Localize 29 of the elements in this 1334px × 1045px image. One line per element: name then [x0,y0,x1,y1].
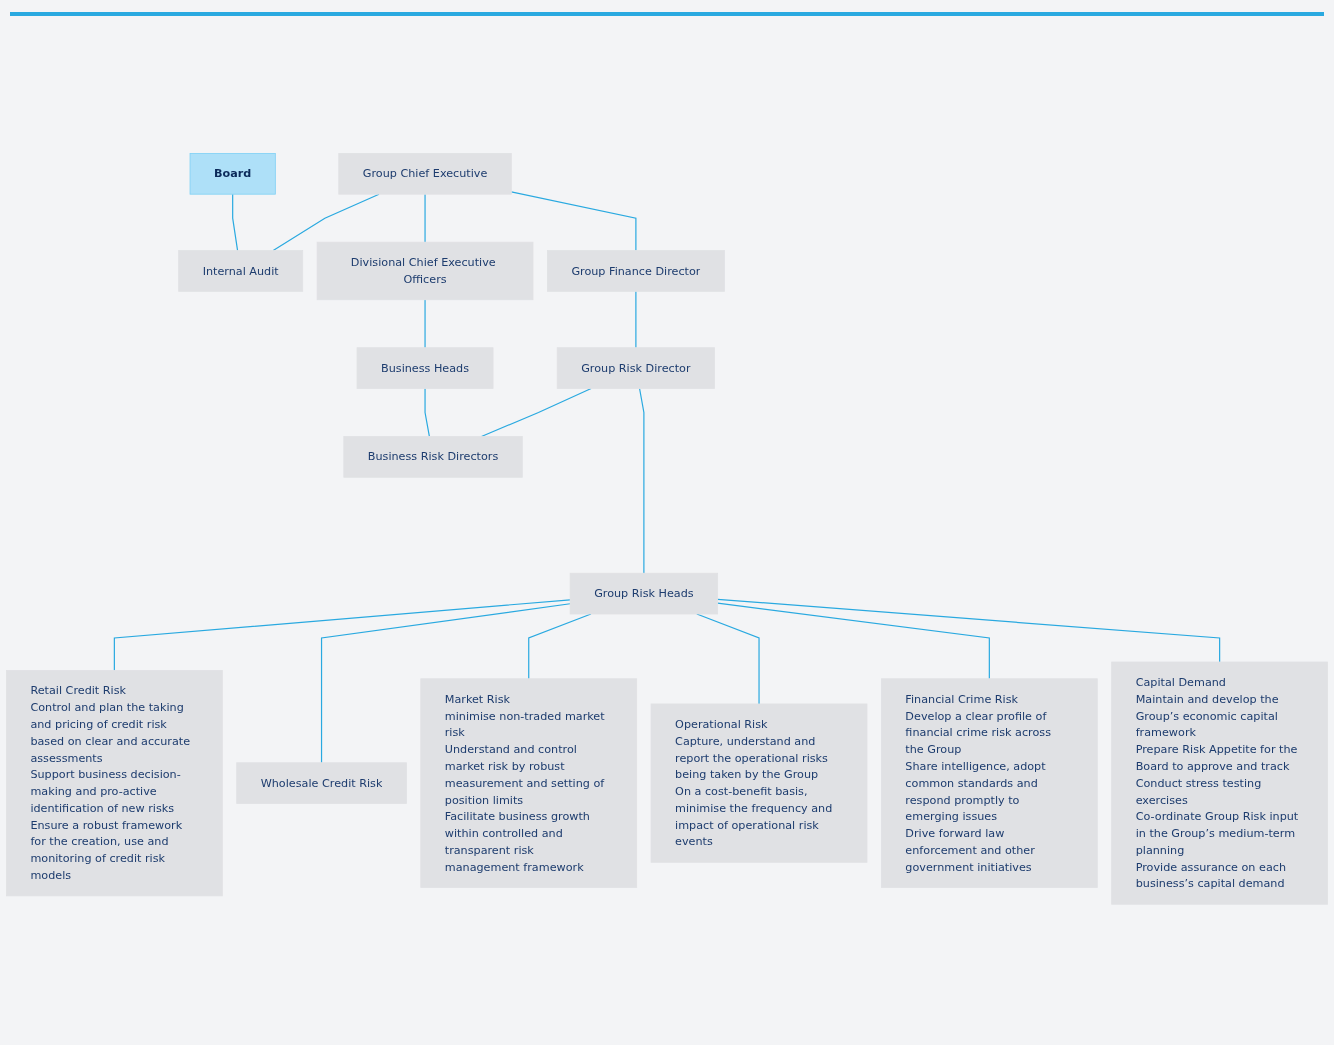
node-box: Board [189,152,276,195]
node-box: Divisional Chief Executive Officers [316,241,534,300]
node-box: Group Chief Executive [338,152,512,195]
node-box: Internal Audit [178,249,304,292]
node-box: Group Finance Director [547,249,725,292]
connector [510,191,637,251]
connector [424,298,426,348]
connector [696,613,760,705]
connector [717,598,1221,663]
node-box: Market Risk minimise non-traded market risk Understand and control market risk by robust measurement and setting of position limits Facilitate business growth within controlled and transparent risk management framework [420,678,638,888]
connector [424,193,426,243]
node-box: Financial Crime Risk Develop a clear profile of financial crime risk across the Group Share intelligence, adopt common standards and respond promptly to emerging issues Drive forward law enforcement and other government initiatives [881,678,1098,888]
connector [480,387,592,437]
node-box: Operational Risk Capture, understand and report the operational risks being taken by the Group On a cost-benefit basis, minimise the frequency and impact of operational risk events [650,703,868,863]
node-box: Business Heads [356,346,494,389]
connector [424,387,430,437]
node-box: Group Risk Director [556,346,715,389]
connector [638,387,645,574]
node-box: Capital Demand Maintain and develop the Group’s economic capital framework Prepare Risk Appetite for the Board to approve and track Conduct stress testing exercises Co-ordinate Group Risk input in the Group’s medium-term planning Provide assurance on each business’s capital demand [1111,661,1328,905]
connector [717,602,990,680]
node-box: Retail Credit Risk Control and plan the taking and pricing of credit risk based on clear and accurate assessments Support business decision-making and pro-active identification of new risks Ensure a robust framework for the creation, use and monitoring of credit risk models [6,669,223,896]
connector [272,193,380,251]
node-box: Business Risk Directors [343,435,523,478]
node-box: Wholesale Credit Risk [236,762,407,804]
node-box: Group Risk Heads [569,572,719,615]
connector [635,290,637,348]
connector [113,598,571,671]
connector [232,193,239,251]
connector [320,602,571,763]
